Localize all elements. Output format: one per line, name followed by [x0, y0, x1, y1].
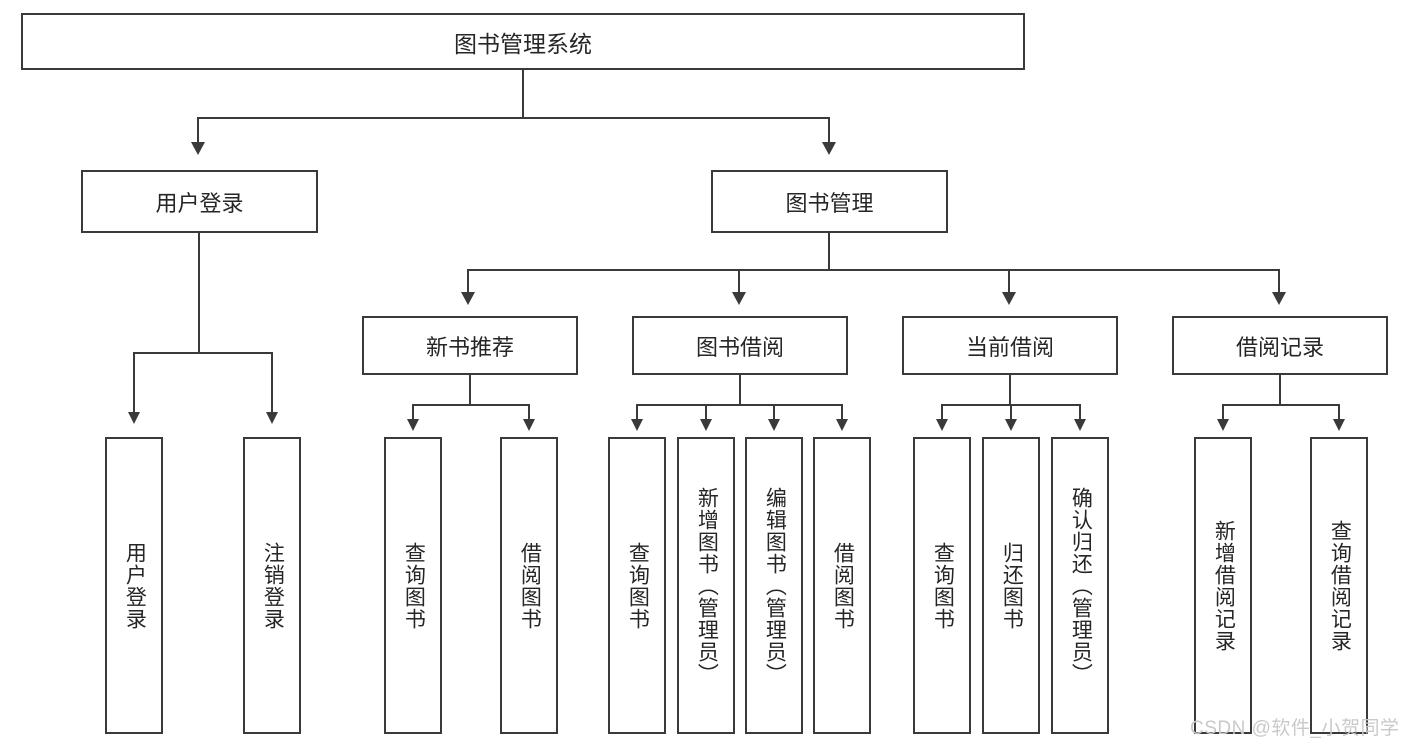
node-leaf-query-book-1-label: 查询图书: [402, 541, 426, 630]
edge-book-manage-to-current-borrow: [1008, 269, 1010, 295]
edge-new-book-to-leaf2: [528, 404, 530, 420]
arrow-book-manage-to-book-borrow: [732, 292, 746, 305]
node-leaf-query-record-label: 查询借阅记录: [1328, 519, 1352, 652]
arrow-book-borrow-to-leaf1: [631, 419, 643, 431]
node-leaf-add-book-label: 新增图书（管理员）: [695, 486, 719, 685]
edge-book-borrow-to-leaf3: [773, 404, 775, 420]
edge-book-borrow-to-leaf1: [636, 404, 638, 420]
arrow-book-borrow-to-leaf3: [768, 419, 780, 431]
arrow-current-borrow-to-leaf1: [936, 419, 948, 431]
edge-borrow-record-to-leaf1: [1222, 404, 1224, 420]
node-leaf-borrow-book-1[interactable]: 借阅图书: [500, 437, 558, 734]
node-leaf-query-book-3-label: 查询图书: [931, 541, 955, 630]
edge-book-manage-to-borrow-record: [1278, 269, 1280, 295]
edge-book-manage-bus: [467, 269, 1280, 271]
node-leaf-user-logout-label: 注销登录: [261, 541, 285, 630]
arrow-borrow-record-to-leaf2: [1333, 419, 1345, 431]
edge-book-manage-to-book-borrow: [738, 269, 740, 295]
edge-book-borrow-to-leaf2: [705, 404, 707, 420]
arrow-user-login-to-leaf2: [266, 412, 278, 424]
arrow-new-book-to-leaf2: [523, 419, 535, 431]
node-leaf-query-book-2[interactable]: 查询图书: [608, 437, 666, 734]
node-user-login[interactable]: 用户登录: [81, 170, 318, 233]
edge-new-book-stem: [469, 375, 471, 405]
edge-current-borrow-to-leaf2: [1010, 404, 1012, 420]
node-leaf-add-record[interactable]: 新增借阅记录: [1194, 437, 1252, 734]
node-root[interactable]: 图书管理系统: [21, 13, 1025, 70]
edge-user-login-stem: [198, 233, 200, 353]
edge-book-manage-to-new-book: [467, 269, 469, 295]
edge-user-login-to-leaf1: [133, 352, 135, 414]
edge-borrow-record-to-leaf2: [1338, 404, 1340, 420]
edge-root-to-user-login: [197, 117, 199, 145]
node-current-borrow-label: 当前借阅: [965, 334, 1054, 360]
node-leaf-confirm-return[interactable]: 确认归还（管理员）: [1051, 437, 1109, 734]
node-leaf-return-book[interactable]: 归还图书: [982, 437, 1040, 734]
node-leaf-query-book-2-label: 查询图书: [626, 541, 650, 630]
node-book-manage[interactable]: 图书管理: [711, 170, 948, 233]
edge-new-book-bus: [412, 404, 528, 406]
node-leaf-confirm-return-label: 确认归还（管理员）: [1069, 486, 1093, 685]
node-leaf-user-logout[interactable]: 注销登录: [243, 437, 301, 734]
edge-book-borrow-bus: [636, 404, 842, 406]
edge-user-login-to-leaf2: [271, 352, 273, 414]
arrow-new-book-to-leaf1: [407, 419, 419, 431]
edge-borrow-record-bus: [1222, 404, 1338, 406]
edge-book-borrow-stem: [739, 375, 741, 405]
node-book-manage-label: 图书管理: [785, 190, 874, 216]
node-user-login-label: 用户登录: [155, 190, 244, 216]
edge-current-borrow-to-leaf3: [1079, 404, 1081, 420]
edge-current-borrow-to-leaf1: [941, 404, 943, 420]
edge-user-login-bus: [133, 352, 271, 354]
node-leaf-add-book[interactable]: 新增图书（管理员）: [677, 437, 735, 734]
node-root-label: 图书管理系统: [454, 30, 592, 57]
edge-borrow-record-stem: [1279, 375, 1281, 405]
edge-root-stem: [522, 70, 524, 118]
edge-root-bus: [197, 117, 829, 119]
edge-current-borrow-stem: [1009, 375, 1011, 405]
node-leaf-user-login[interactable]: 用户登录: [105, 437, 163, 734]
edge-root-to-book-manage: [828, 117, 830, 145]
node-book-borrow-label: 图书借阅: [695, 334, 784, 360]
node-borrow-record[interactable]: 借阅记录: [1172, 316, 1388, 375]
node-leaf-borrow-book-2[interactable]: 借阅图书: [813, 437, 871, 734]
arrow-borrow-record-to-leaf1: [1217, 419, 1229, 431]
node-leaf-user-login-label: 用户登录: [123, 541, 147, 630]
node-new-book-recommend[interactable]: 新书推荐: [362, 316, 578, 375]
node-book-borrow[interactable]: 图书借阅: [632, 316, 848, 375]
arrow-book-borrow-to-leaf4: [836, 419, 848, 431]
arrow-root-to-book-manage: [822, 142, 836, 155]
node-leaf-edit-book-label: 编辑图书（管理员）: [763, 486, 787, 685]
arrow-current-borrow-to-leaf2: [1005, 419, 1017, 431]
node-current-borrow[interactable]: 当前借阅: [902, 316, 1118, 375]
arrow-book-manage-to-new-book: [461, 292, 475, 305]
node-leaf-edit-book[interactable]: 编辑图书（管理员）: [745, 437, 803, 734]
node-leaf-query-book-1[interactable]: 查询图书: [384, 437, 442, 734]
edge-book-borrow-to-leaf4: [841, 404, 843, 420]
arrow-book-manage-to-current-borrow: [1002, 292, 1016, 305]
node-leaf-query-record[interactable]: 查询借阅记录: [1310, 437, 1368, 734]
arrow-user-login-to-leaf1: [128, 412, 140, 424]
arrow-book-borrow-to-leaf2: [700, 419, 712, 431]
arrow-root-to-user-login: [191, 142, 205, 155]
node-leaf-borrow-book-1-label: 借阅图书: [518, 541, 542, 630]
arrow-book-manage-to-borrow-record: [1272, 292, 1286, 305]
node-leaf-add-record-label: 新增借阅记录: [1212, 519, 1236, 652]
edge-book-manage-stem: [828, 233, 830, 270]
arrow-current-borrow-to-leaf3: [1074, 419, 1086, 431]
node-new-book-recommend-label: 新书推荐: [425, 334, 514, 360]
node-leaf-query-book-3[interactable]: 查询图书: [913, 437, 971, 734]
node-borrow-record-label: 借阅记录: [1235, 334, 1324, 360]
edge-new-book-to-leaf1: [412, 404, 414, 420]
node-leaf-borrow-book-2-label: 借阅图书: [831, 541, 855, 630]
watermark: CSDN @软件_小贺同学: [1190, 718, 1400, 739]
node-leaf-return-book-label: 归还图书: [1000, 541, 1024, 630]
